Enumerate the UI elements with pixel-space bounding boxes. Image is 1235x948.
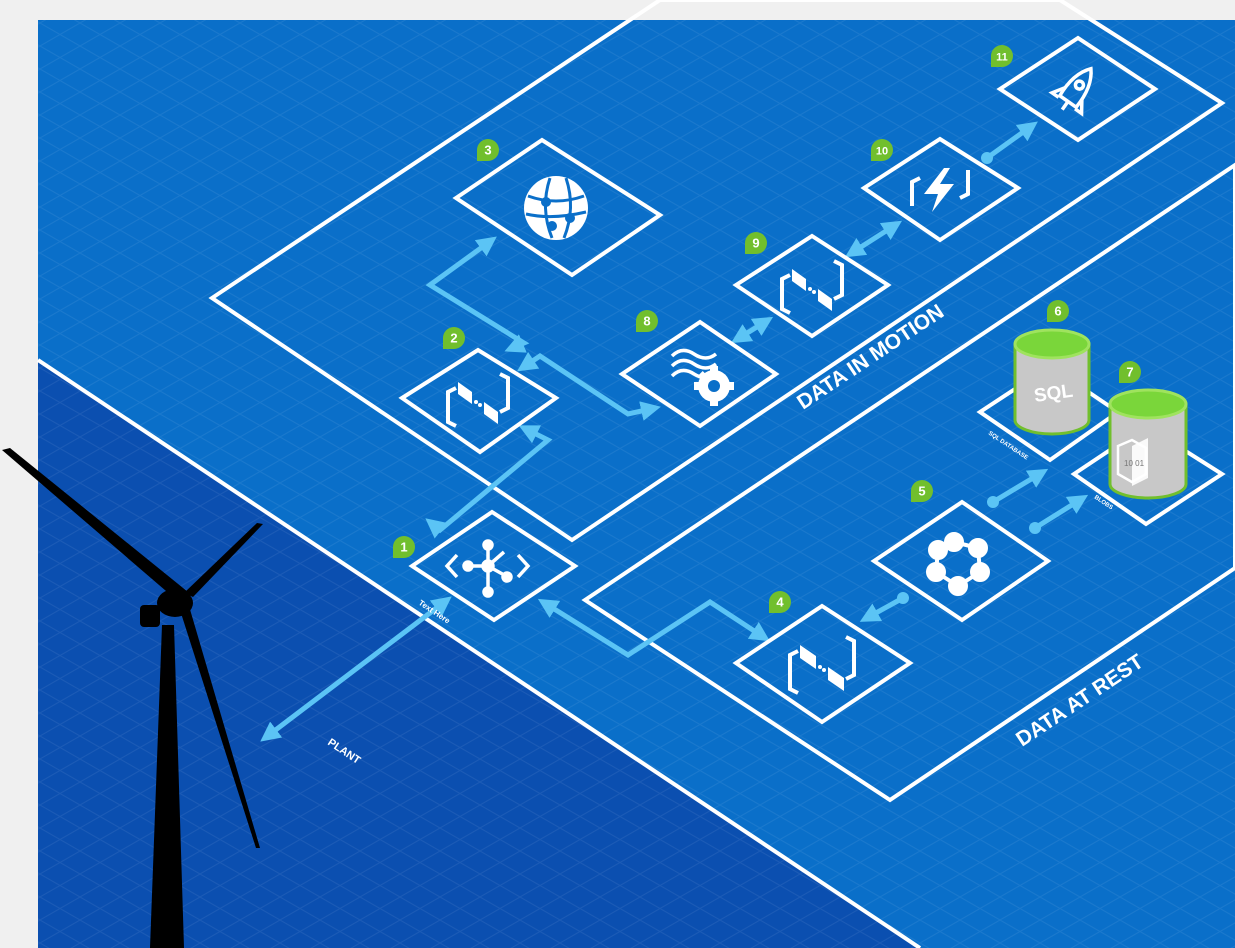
arrow-1-to-2 <box>425 425 553 539</box>
hdinsight-cluster-icon <box>926 532 990 596</box>
blob-storage-icon: 10 01 <box>1108 388 1188 500</box>
arrow-5-to-7 <box>1033 494 1089 531</box>
node-1-frame <box>408 509 579 623</box>
badge-8: 8 <box>636 310 658 332</box>
node-11-frame <box>996 35 1159 143</box>
stream-analytics-icon <box>670 348 734 406</box>
arrow-8-to-9 <box>730 316 774 344</box>
connector-dots <box>897 152 1041 604</box>
sql-database-icon: SQL <box>1013 328 1091 436</box>
arrow-9-to-10 <box>844 220 903 258</box>
badge-4: 4 <box>769 591 791 613</box>
arrow-5-to-4 <box>859 595 905 622</box>
wind-turbine-icon <box>2 448 263 948</box>
badge-1: 1 <box>393 536 415 558</box>
badge-2: 2 <box>443 327 465 349</box>
badge-11: 11 <box>991 45 1013 67</box>
node-3-frame <box>452 137 664 278</box>
badge-number: 4 <box>776 595 784 610</box>
blob-bits-text: 10 01 <box>1124 459 1145 468</box>
arrow-2-to-8 <box>517 351 661 421</box>
service-bus-queue-icon <box>788 635 856 695</box>
badge-number: 7 <box>1126 365 1133 380</box>
service-bus-queue-icon <box>446 372 510 428</box>
web-app-globe-icon <box>524 176 588 240</box>
badge-number: 3 <box>484 143 491 158</box>
badge-5: 5 <box>911 480 933 502</box>
badge-number: 1 <box>400 540 407 555</box>
badge-9: 9 <box>745 232 767 254</box>
badge-number: 6 <box>1054 304 1061 319</box>
badge-number: 5 <box>918 484 925 499</box>
arrow-1-to-4 <box>537 598 771 658</box>
node-9-frame <box>732 233 892 339</box>
badges: 1 2 3 4 5 6 7 8 9 10 11 <box>393 45 1141 613</box>
badge-number: 2 <box>450 331 457 346</box>
badge-3: 3 <box>477 139 499 161</box>
arrow-10-to-11 <box>985 121 1038 161</box>
azure-functions-icon <box>910 168 970 212</box>
node-5-frame <box>870 499 1052 623</box>
iot-hub-icon <box>444 539 531 598</box>
arrow-2-to-3 <box>425 236 530 353</box>
badge-number: 9 <box>752 236 759 251</box>
plant-boundary-line <box>36 358 922 948</box>
service-bus-queue-icon <box>780 259 844 315</box>
badge-number: 10 <box>876 146 888 158</box>
node-4-frame <box>732 603 914 725</box>
badge-7: 7 <box>1119 361 1141 383</box>
connectors <box>260 121 1089 742</box>
node-8-frame <box>618 319 780 429</box>
arrow-plant-to-1 <box>260 596 452 742</box>
rocket-icon <box>1048 66 1093 117</box>
badge-6: 6 <box>1047 300 1069 322</box>
badge-number: 11 <box>996 52 1008 64</box>
node-10-frame <box>860 136 1022 243</box>
data-at-rest-region <box>581 162 1235 803</box>
badge-10: 10 <box>871 139 893 161</box>
background <box>36 20 1235 948</box>
badge-number: 8 <box>643 314 650 329</box>
arrow-5-to-6 <box>991 468 1049 505</box>
node-2-frame <box>398 347 560 455</box>
